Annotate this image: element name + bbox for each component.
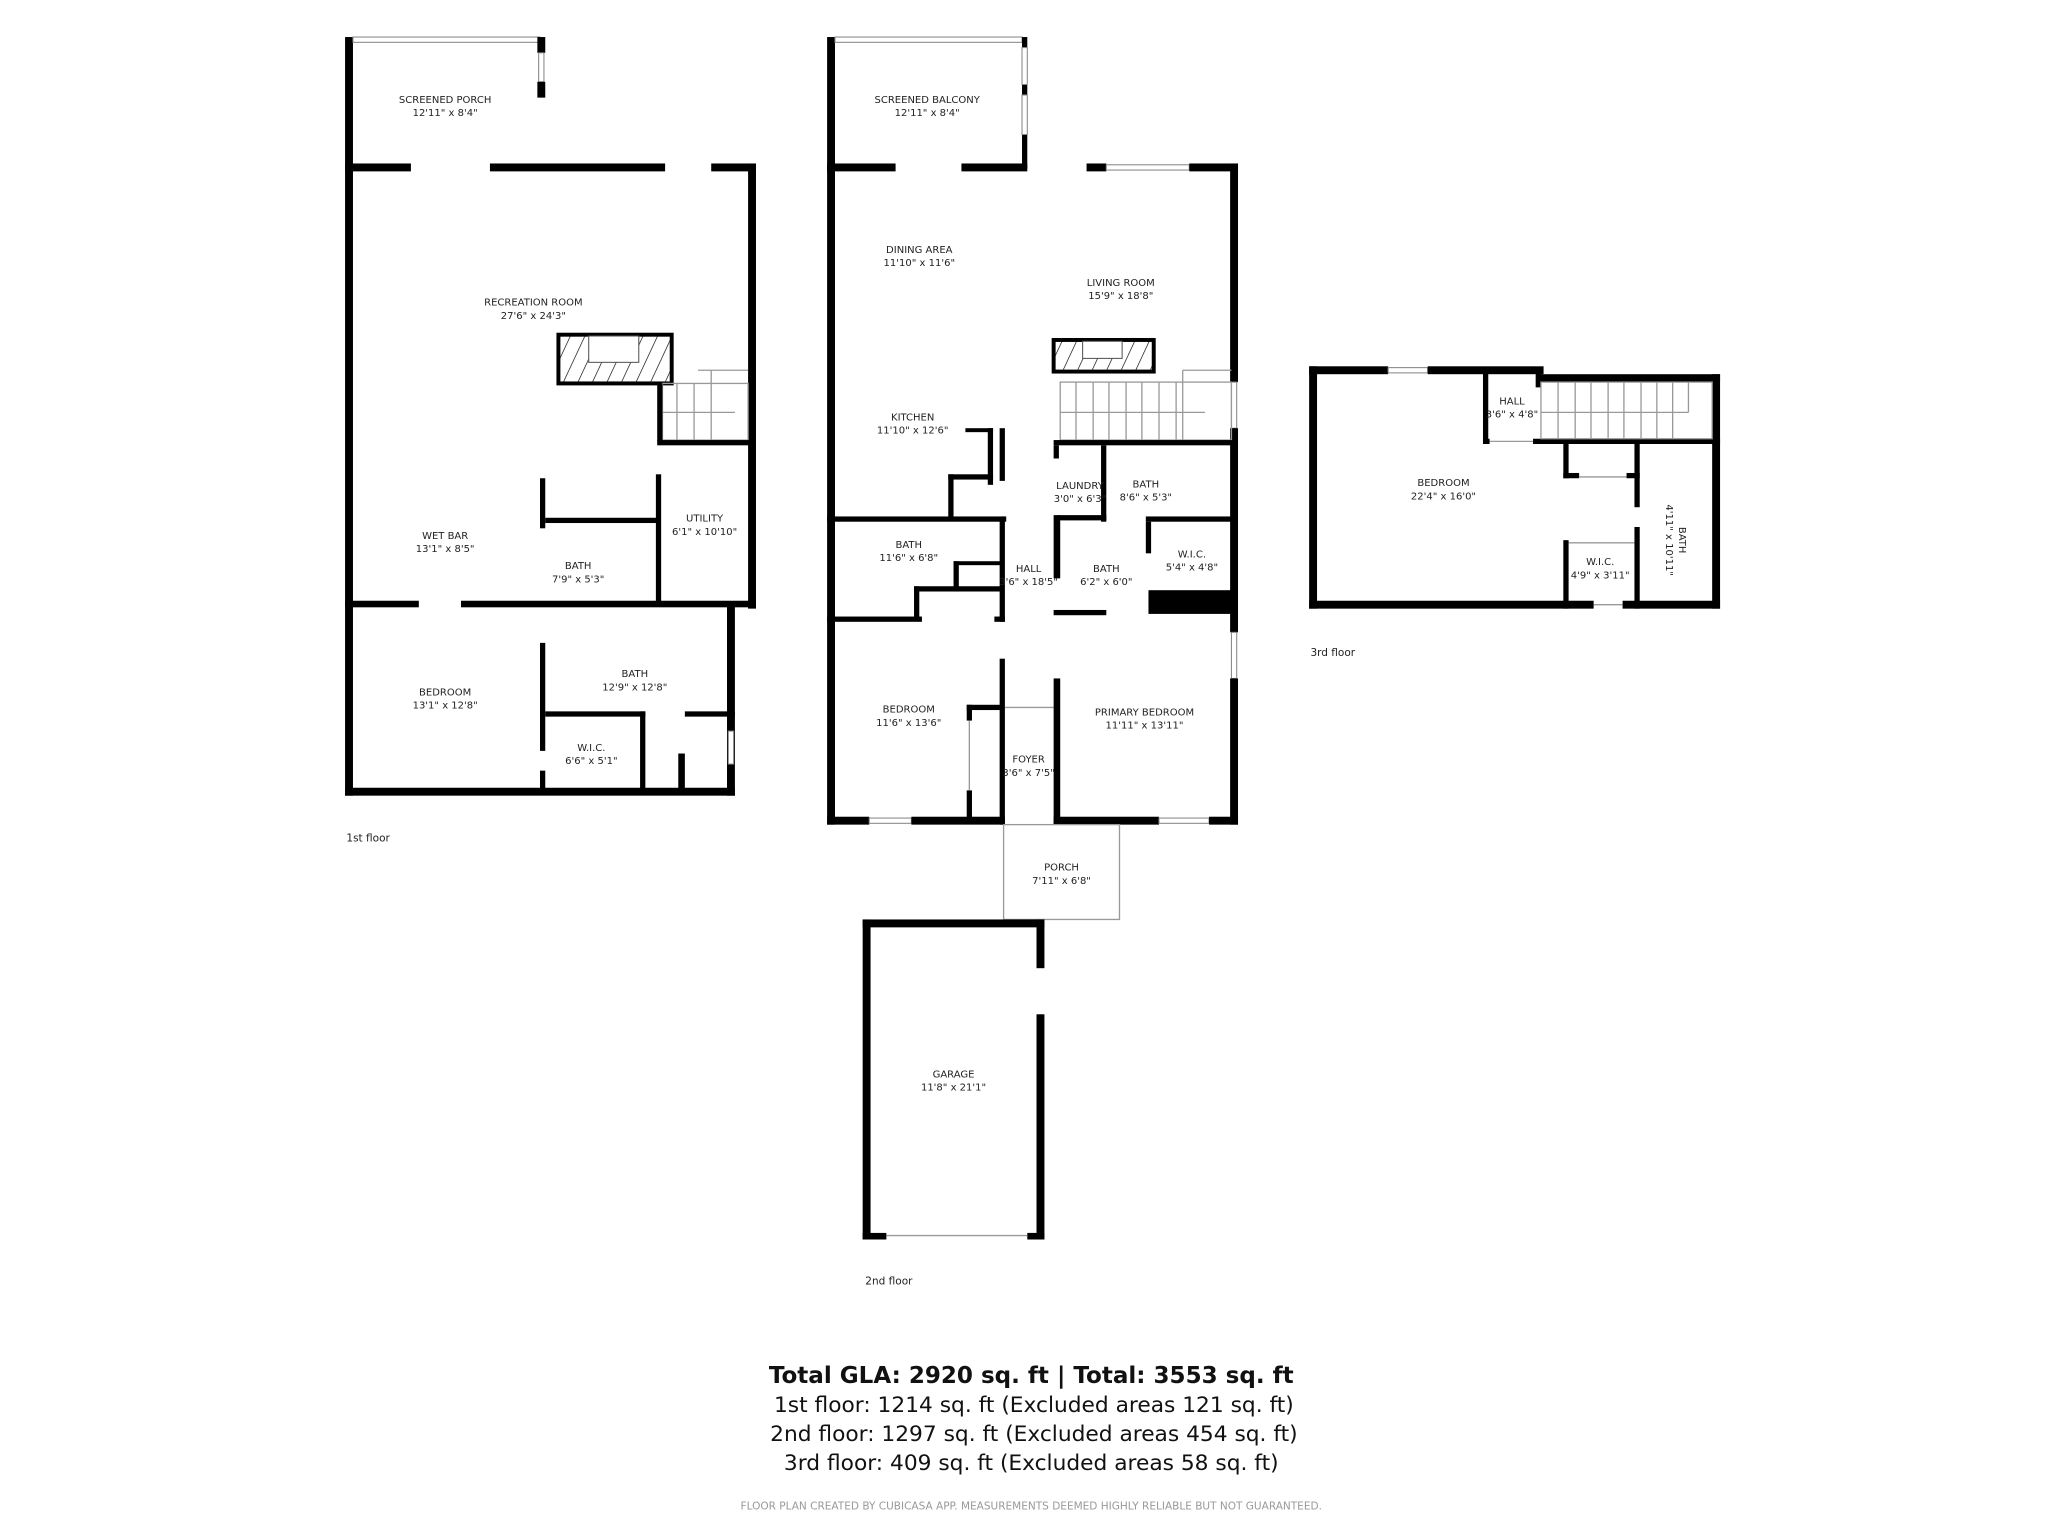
- third-floor-plan: [1309, 366, 1721, 609]
- floor-label-2nd: 2nd floor: [865, 1275, 913, 1287]
- stairs: [1059, 369, 1233, 441]
- total-area: Total GLA: 2920 sq. ft | Total: 3553 sq.…: [769, 1363, 1294, 1389]
- svg-text:W.I.C.4'9" x 3'11": W.I.C.4'9" x 3'11": [1571, 557, 1630, 581]
- floor-label-1st: 1st floor: [346, 833, 390, 845]
- svg-text:BATH4'11" x 10'11": BATH4'11" x 10'11": [1663, 504, 1687, 576]
- second-floor-plan: [827, 36, 1239, 1240]
- area-summary: Total GLA: 2920 sq. ft | Total: 3553 sq.…: [741, 1363, 1322, 1512]
- third-floor-area: 3rd floor: 409 sq. ft (Excluded areas 58…: [784, 1451, 1279, 1476]
- stairs: [661, 369, 749, 441]
- disclaimer: FLOOR PLAN CREATED BY CUBICASA APP. MEAS…: [741, 1500, 1322, 1512]
- stairs: [1540, 381, 1713, 440]
- floor-label-3rd: 3rd floor: [1310, 647, 1355, 659]
- first-floor-plan: [345, 36, 756, 796]
- first-floor-area: 1st floor: 1214 sq. ft (Excluded areas 1…: [774, 1393, 1294, 1418]
- second-floor-area: 2nd floor: 1297 sq. ft (Excluded areas 4…: [770, 1422, 1298, 1447]
- svg-text:W.I.C.5'4" x 4'8": W.I.C.5'4" x 4'8": [1166, 549, 1218, 573]
- porch-outline: [1002, 823, 1121, 921]
- svg-text:W.I.C.6'6" x 5'1": W.I.C.6'6" x 5'1": [565, 743, 617, 767]
